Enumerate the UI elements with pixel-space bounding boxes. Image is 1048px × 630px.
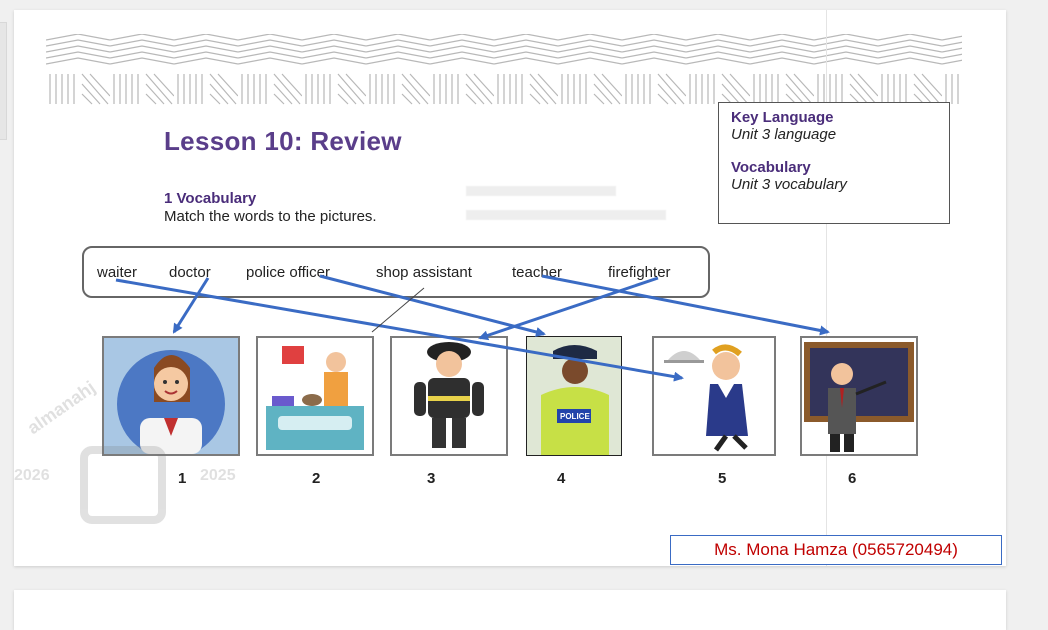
shop-assistant-illustration xyxy=(266,346,364,450)
faded-text-block xyxy=(466,210,666,234)
doctor-illustration xyxy=(117,350,225,458)
word-teacher: teacher xyxy=(512,264,563,281)
page-fold xyxy=(826,10,827,566)
word-doctor: doctor xyxy=(169,264,211,281)
section-instruction: Match the words to the pictures. xyxy=(164,208,377,225)
picture-shop-assistant xyxy=(256,336,374,456)
picture-number-2: 2 xyxy=(312,470,321,487)
picture-waiter xyxy=(652,336,776,456)
police-badge-text: POLICE xyxy=(560,412,590,421)
waiter-illustration xyxy=(664,344,748,452)
key-language-text: Unit 3 language xyxy=(731,126,837,143)
picture-number-3: 3 xyxy=(427,470,436,487)
picture-number-1: 1 xyxy=(178,470,187,487)
decorative-banner xyxy=(46,34,962,106)
watermark-year-right: 2025 xyxy=(200,467,236,484)
word-firefighter: firefighter xyxy=(608,264,671,281)
picture-number-4: 4 xyxy=(557,470,566,487)
vocabulary-text: Unit 3 vocabulary xyxy=(731,176,847,193)
picture-doctor xyxy=(102,336,240,458)
picture-police-officer: POLICE xyxy=(526,336,622,456)
word-police-officer: police officer xyxy=(246,264,330,281)
teacher-illustration xyxy=(804,342,914,452)
key-language-heading: Key Language xyxy=(731,109,834,126)
firefighter-illustration xyxy=(414,342,484,448)
picture-teacher xyxy=(800,336,918,456)
picture-number-5: 5 xyxy=(718,470,727,487)
watermark-site-text: almanahj xyxy=(24,380,99,438)
page-title: Lesson 10: Review xyxy=(164,126,402,156)
side-tab xyxy=(0,22,7,140)
watermark-year-left: 2026 xyxy=(14,467,50,484)
key-language-box: Key Language Unit 3 language Vocabulary … xyxy=(718,102,950,224)
picture-firefighter xyxy=(390,336,508,456)
word-waiter: waiter xyxy=(97,264,138,281)
next-page xyxy=(14,590,1006,630)
police-officer-illustration: POLICE xyxy=(541,345,609,455)
vocabulary-heading: Vocabulary xyxy=(731,159,811,176)
author-credit: Ms. Mona Hamza (0565720494) xyxy=(670,535,1002,565)
picture-number-6: 6 xyxy=(848,470,857,487)
word-shop-assistant: shop assistant xyxy=(376,264,472,281)
section-title: 1 Vocabulary xyxy=(164,190,257,207)
worksheet-page: Lesson 10: Review Key Language Unit 3 la… xyxy=(14,10,1006,566)
faded-text-block xyxy=(466,186,616,210)
